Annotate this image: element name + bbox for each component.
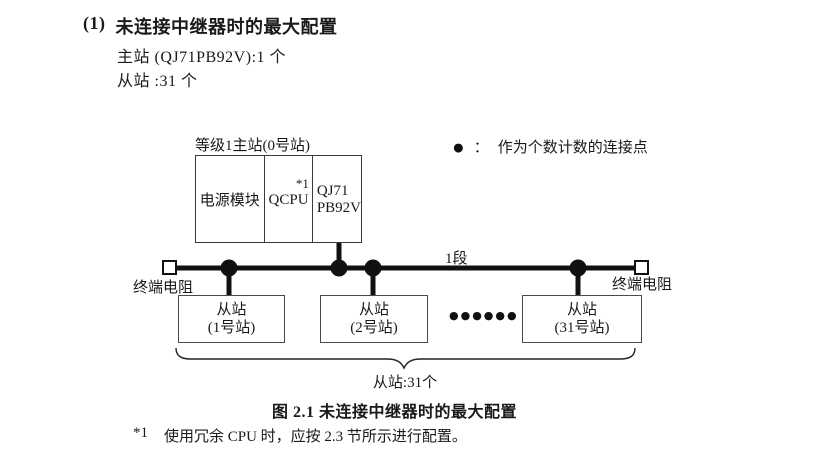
section-heading: (1) 未连接中继器时的最大配置 [83, 13, 338, 39]
slave-label-line2: (2号站) [350, 320, 398, 336]
slave-label-line1: 从站 [566, 302, 597, 318]
slave-station-box-1: 从站 (1号站) [178, 295, 285, 343]
slave-label-line1: 从站 [358, 302, 389, 318]
section-number: (1) [83, 13, 106, 33]
footnote: *1 使用冗余 CPU 时，应按 2.3 节所示进行配置。 [133, 425, 467, 446]
footnote-marker: *1 [133, 425, 148, 441]
master-station-box: 电源模块 *1 QCPU QJ71 PB92V [195, 155, 362, 243]
master-station-label: 等级1主站(0号站) [195, 138, 310, 154]
terminator-label-right: 终端电阻 [612, 277, 673, 293]
legend: ● ： 作为个数计数的连接点 [452, 136, 648, 157]
slave-label-line1: 从站 [216, 302, 247, 318]
cpu-footnote-ref: *1 [295, 176, 309, 191]
underbrace [175, 347, 636, 370]
connection-dot [364, 259, 382, 277]
footnote-text: 使用冗余 CPU 时，应按 2.3 节所示进行配置。 [164, 429, 467, 445]
slave-label-line2: (31号站) [554, 320, 610, 336]
master-count-line: 主站 (QJ71PB92V):1 个 [117, 49, 287, 66]
slave-station-box-2: 从站 (2号站) [320, 295, 428, 343]
pb92v-module-cell: QJ71 PB92V [311, 156, 361, 242]
slave-count-line: 从站 :31 个 [117, 73, 198, 90]
section-title: 未连接中继器时的最大配置 [115, 17, 338, 37]
slave-label-line2: (1号站) [207, 320, 256, 336]
power-module-label: 电源模块 [199, 192, 260, 209]
ellipsis-dots: ●●●●●● [449, 309, 519, 322]
slave-station-box-31: 从站 (31号站) [522, 295, 642, 343]
legend-colon: ： [473, 140, 489, 156]
cpu-label: QCPU [268, 192, 309, 208]
connection-dot [330, 259, 348, 277]
cpu-cell: *1 QCPU [263, 156, 312, 242]
slave-total-label: 从站:31个 [372, 375, 438, 391]
connection-dot-icon: ● [452, 134, 465, 159]
connection-dot [220, 259, 238, 277]
terminator-label-left: 终端电阻 [133, 280, 194, 296]
terminator-square-left [162, 260, 177, 275]
connection-dot [569, 259, 587, 277]
module-name-line2: PB92V [316, 200, 361, 216]
module-name-line1: QJ71 [316, 183, 349, 199]
figure-caption: 图 2.1 未连接中继器时的最大配置 [272, 404, 518, 421]
segment-label: 1段 [445, 251, 468, 267]
power-module-cell: 电源模块 [196, 156, 264, 242]
legend-text: 作为个数计数的连接点 [497, 140, 648, 156]
